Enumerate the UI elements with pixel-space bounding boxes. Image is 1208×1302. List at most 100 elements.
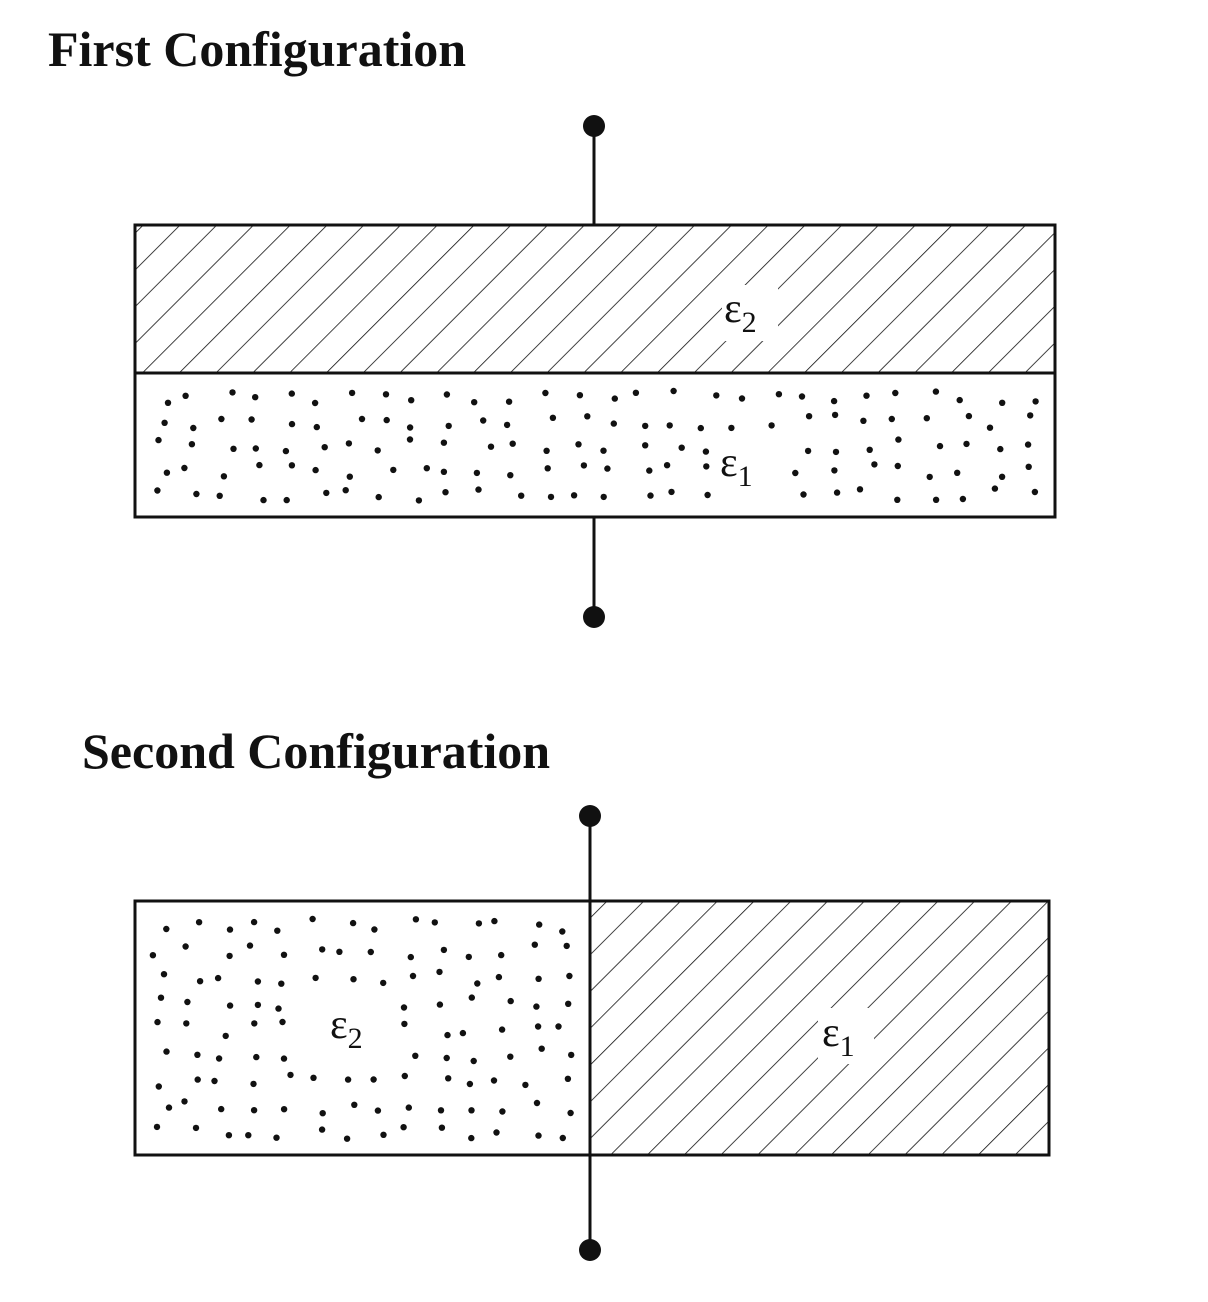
stipple-dot [991, 485, 999, 492]
stipple-dot [487, 443, 495, 450]
stipple-dot [642, 422, 649, 430]
stipple-dot [194, 1076, 201, 1083]
stipple-dot [445, 422, 452, 430]
stipple-dot [188, 441, 196, 448]
stipple-dot [382, 391, 390, 398]
stipple-dot [318, 1126, 326, 1133]
stipple-dot [252, 394, 259, 401]
stipple-dot [475, 486, 482, 493]
stipple-dot [220, 473, 228, 480]
stipple-dot [400, 1004, 408, 1011]
stipple-dot [533, 1003, 540, 1010]
stipple-dot [319, 1110, 326, 1117]
stipple-dot [440, 439, 448, 446]
stipple-dot [538, 1045, 545, 1052]
stipple-dot [253, 1053, 260, 1061]
stipple-dot [505, 398, 513, 405]
stipple-dot [518, 492, 525, 499]
stipple-dot [670, 387, 677, 395]
second-configuration-title: Second Configuration [82, 723, 551, 779]
stipple-dot [468, 994, 475, 1001]
stipple-dot [646, 467, 653, 474]
stipple-dot [965, 412, 973, 420]
stipple-dot [442, 489, 449, 496]
stipple-dot [798, 393, 806, 400]
first-configuration: ε2 ε1 [133, 115, 1057, 628]
stipple-dot [471, 399, 478, 406]
stipple-dot [336, 948, 343, 955]
stipple-dot [415, 497, 423, 504]
stipple-dot [555, 1023, 562, 1030]
stipple-dot [668, 488, 675, 496]
stipple-dot [351, 1101, 358, 1109]
stipple-dot [229, 389, 236, 396]
stipple-dot [218, 415, 225, 423]
stipple-dot [358, 415, 366, 423]
stipple-dot [401, 1072, 408, 1080]
stipple-dot [542, 389, 549, 397]
stipple-dot [406, 436, 414, 443]
stipple-dot [154, 487, 161, 494]
stipple-dot [894, 462, 901, 470]
stipple-dot [563, 942, 570, 950]
stipple-dot [805, 413, 813, 420]
stipple-dot [536, 921, 543, 928]
stipple-dot [728, 424, 735, 432]
stipple-dot [211, 1077, 218, 1085]
stipple-dot [713, 392, 720, 399]
stipple-dot [409, 972, 417, 980]
stipple-dot [491, 917, 498, 925]
stipple-dot [367, 948, 374, 956]
stipple-dot [163, 469, 171, 476]
stipple-dot [230, 445, 237, 452]
stipple-dot [535, 975, 542, 982]
stipple-dot [343, 1135, 351, 1142]
stipple-dot [182, 392, 189, 399]
stipple-dot [804, 447, 812, 455]
stipple-dot [323, 489, 330, 497]
stipple-dot [647, 492, 654, 499]
stipple-dot [570, 492, 578, 499]
stipple-dot [195, 919, 203, 926]
stipple-dot [567, 1109, 574, 1117]
stipple-dot [490, 1077, 498, 1084]
stipple-dot [246, 942, 254, 949]
stipple-dot [600, 447, 607, 454]
stipple-dot [792, 469, 799, 477]
stipple-dot [436, 1001, 444, 1008]
stipple-dot [956, 396, 963, 404]
stipple-dot [475, 920, 483, 927]
stipple-dot [473, 469, 481, 477]
stipple-dot [547, 493, 555, 501]
first-bottom-layer-dots [154, 387, 1039, 504]
stipple-dot [832, 448, 840, 456]
stipple-dot [507, 1053, 514, 1060]
stipple-dot [412, 1052, 419, 1060]
stipple-dot [183, 1020, 190, 1027]
stipple-dot [280, 1055, 288, 1062]
stipple-dot [184, 998, 191, 1006]
stipple-dot [288, 390, 295, 397]
stipple-dot [251, 1020, 258, 1027]
stipple-dot [663, 462, 671, 469]
stipple-dot [164, 399, 172, 406]
stipple-dot [1025, 463, 1032, 470]
stipple-dot [480, 417, 487, 424]
stipple-dot [466, 1080, 474, 1088]
stipple-dot [431, 919, 438, 926]
stipple-dot [533, 1099, 541, 1107]
stipple-dot [610, 420, 617, 427]
stipple-dot [256, 461, 263, 469]
stipple-dot [196, 978, 204, 985]
stipple-dot [273, 1134, 280, 1141]
stipple-dot [833, 489, 841, 496]
stipple-dot [544, 465, 551, 472]
second-left-region-dots [149, 915, 575, 1142]
stipple-dot [611, 395, 618, 402]
stipple-dot [282, 447, 290, 455]
stipple-dot [311, 399, 319, 407]
stipple-dot [604, 465, 611, 472]
stipple-dot [871, 461, 878, 468]
stipple-dot [250, 1107, 258, 1114]
stipple-dot [474, 980, 481, 987]
